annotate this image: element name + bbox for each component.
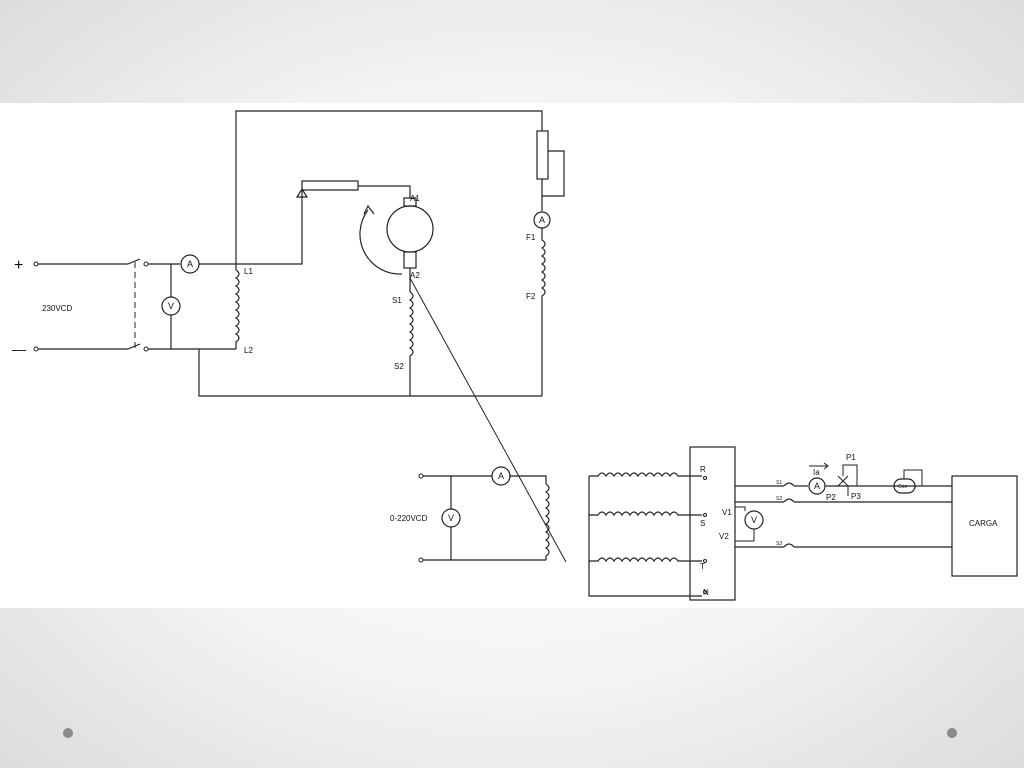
rotation-arrow [359,209,403,275]
current-arrow [809,462,829,470]
terminal-L2-label: L2 [244,346,253,355]
series-field-coil [408,291,414,396]
shunt-field-coil [540,239,546,396]
meter-label: Cos [898,484,907,490]
fuse-1-label: S1 [776,480,782,486]
generator-circuit: 0-220VCD A V [390,466,550,563]
power-factor-meter [893,478,916,494]
fuse-2-label: S2 [776,496,782,502]
terminal-A2-label: A2 [410,271,420,280]
starter-coil [234,269,240,349]
generator-ammeter-label: A [498,471,504,481]
terminal-A1-label: A1 [410,194,420,203]
terminal-P2-label: P2 [826,493,836,502]
terminal-T-label: T [700,562,705,571]
fuse-3-label: S3 [776,541,782,547]
supply-voltage-label: 230VCD [42,304,72,313]
terminal-L1-label: L1 [244,267,253,276]
minus-symbol: — [12,341,26,357]
fuse-R [783,482,795,487]
slide-bullet-left [63,728,73,738]
motor-circuit: + — 230VCD A V L1 L2 [12,110,565,397]
line-ammeter-label: A [814,481,820,491]
starter-rheostat [301,180,359,191]
dc-motor-armature [386,205,434,253]
winding-R [589,472,702,478]
supply-terminal-positive [33,261,39,267]
rheostat-arrow [295,187,309,198]
mechanical-coupling-line [409,277,567,563]
terminal-S1-label: S1 [392,296,402,305]
dc-supply-label: 0-220VCD [390,514,428,523]
terminal-box [689,446,736,601]
terminal-S2-label: S2 [394,362,404,371]
terminal-V1-label: V1 [722,508,732,517]
slide-content-area [0,103,1024,608]
terminal-S-label: S [700,519,705,528]
winding-S [589,511,702,517]
three-phase-circuit: R S T N V1 V2 V S1 A Ia P1 P2 P3 [588,446,1018,601]
fuse-T [783,543,795,548]
terminal-F2-label: F2 [526,292,536,301]
wattmeter-element [837,464,858,496]
slide-bullet-right [947,728,957,738]
terminal-V2-label: V2 [719,532,729,541]
fuse-S [783,498,795,503]
winding-T [589,557,702,563]
load-label: CARGA [969,519,998,528]
supply-terminal-negative [33,346,39,352]
phase-voltmeter-label: V [751,515,757,525]
generator-field-coil [544,483,550,560]
voltmeter-label: V [168,301,174,311]
plus-symbol: + [14,257,23,274]
terminal-P3-label: P3 [851,492,861,501]
terminal-R-label: R [700,465,706,474]
terminal-P1-label: P1 [846,453,856,462]
ammeter-label: A [187,259,193,269]
field-ammeter-label: A [539,215,545,225]
terminal-F1-label: F1 [526,233,536,242]
field-rheostat [536,130,549,180]
current-label: Ia [813,468,820,477]
generator-voltmeter-label: V [448,513,454,523]
double-pole-switch [127,258,149,352]
load-box [951,475,1018,577]
